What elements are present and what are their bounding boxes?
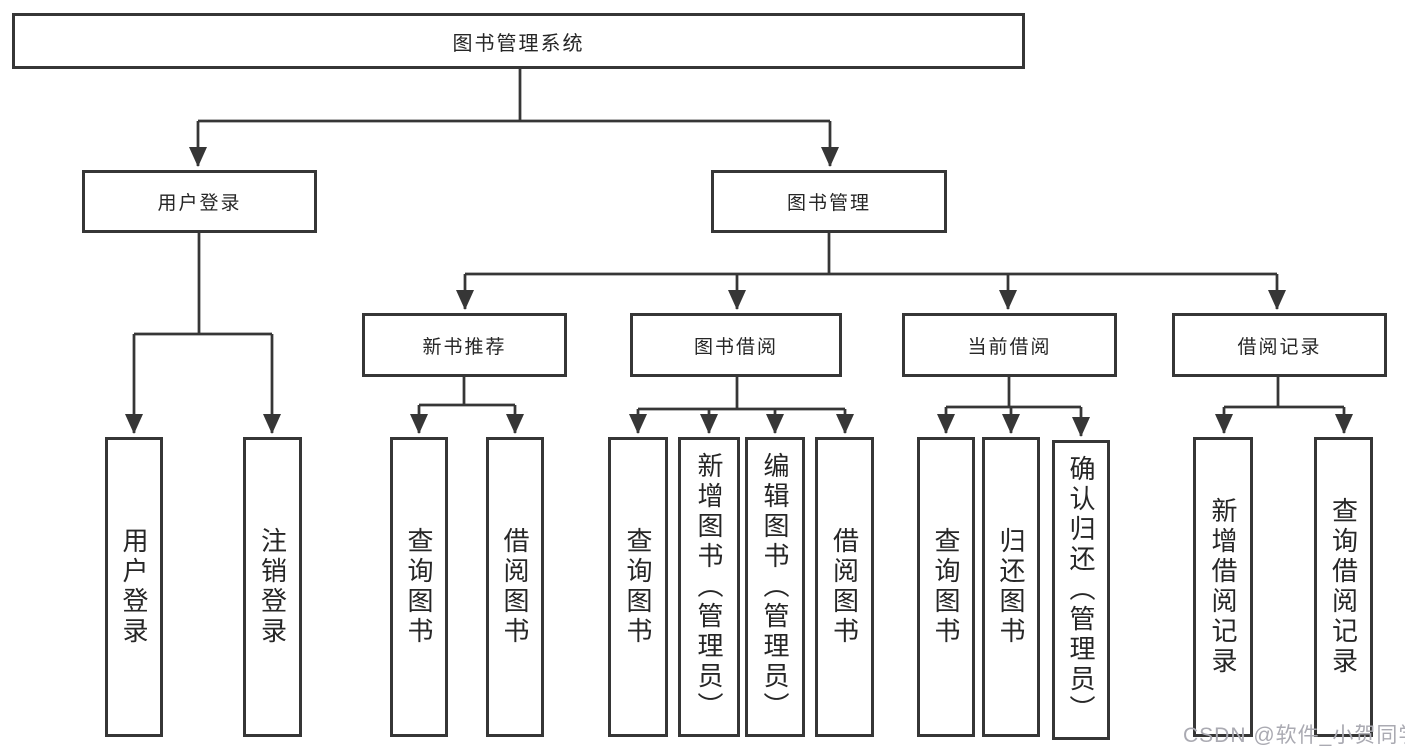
leaf-bb-add-books-label: 新增图书（管理员） [694,452,724,722]
node-new-book-recommendation: 新书推荐 [362,313,567,377]
leaf-bb-edit-books: 编辑图书（管理员） [745,437,805,737]
leaf-bb-query-books-label: 查询图书 [623,527,653,647]
node-user-login-label: 用户登录 [157,193,242,214]
leaf-cb-return-books: 归还图书 [982,437,1040,737]
leaf-cb-query-books-label: 查询图书 [931,527,961,647]
node-user-login: 用户登录 [82,170,317,233]
leaf-bb-borrow-books: 借阅图书 [815,437,874,737]
node-root-label: 图书管理系统 [452,32,585,55]
leaf-bb-add-books: 新增图书（管理员） [678,437,740,737]
leaf-nb-query-books-label: 查询图书 [404,527,434,647]
leaf-cb-confirm-return-label: 确认归还（管理员） [1066,455,1096,725]
node-book-borrowing-label: 图书借阅 [693,336,778,358]
node-root: 图书管理系统 [12,13,1025,69]
csdn-watermark: CSDN @软件_小贺同学 [1183,724,1405,747]
node-book-management-label: 图书管理 [786,193,871,214]
node-book-management: 图书管理 [711,170,947,233]
node-borrowing-records: 借阅记录 [1172,313,1387,377]
leaf-cb-query-books: 查询图书 [917,437,975,737]
leaf-cb-return-books-label: 归还图书 [996,527,1026,647]
node-current-borrowing-label: 当前借阅 [967,336,1052,358]
leaf-br-add-record: 新增借阅记录 [1193,437,1253,737]
leaf-nb-query-books: 查询图书 [390,437,448,737]
leaf-br-query-record-label: 查询借阅记录 [1328,497,1359,677]
node-new-book-recommendation-label: 新书推荐 [422,336,507,358]
node-book-borrowing: 图书借阅 [630,313,842,377]
leaf-user-login-label: 用户登录 [119,527,149,647]
node-borrowing-records-label: 借阅记录 [1237,336,1322,358]
leaf-bb-edit-books-label: 编辑图书（管理员） [760,452,790,722]
leaf-bb-query-books: 查询图书 [608,437,668,737]
leaf-br-query-record: 查询借阅记录 [1314,437,1373,737]
node-current-borrowing: 当前借阅 [902,313,1117,377]
leaf-cb-confirm-return: 确认归还（管理员） [1052,440,1110,740]
leaf-logout-label: 注销登录 [257,527,288,647]
leaf-logout: 注销登录 [243,437,302,737]
leaf-bb-borrow-books-label: 借阅图书 [829,527,860,647]
leaf-nb-borrow-books-label: 借阅图书 [500,527,530,647]
leaf-nb-borrow-books: 借阅图书 [486,437,544,737]
leaf-user-login: 用户登录 [105,437,163,737]
leaf-br-add-record-label: 新增借阅记录 [1208,497,1238,677]
